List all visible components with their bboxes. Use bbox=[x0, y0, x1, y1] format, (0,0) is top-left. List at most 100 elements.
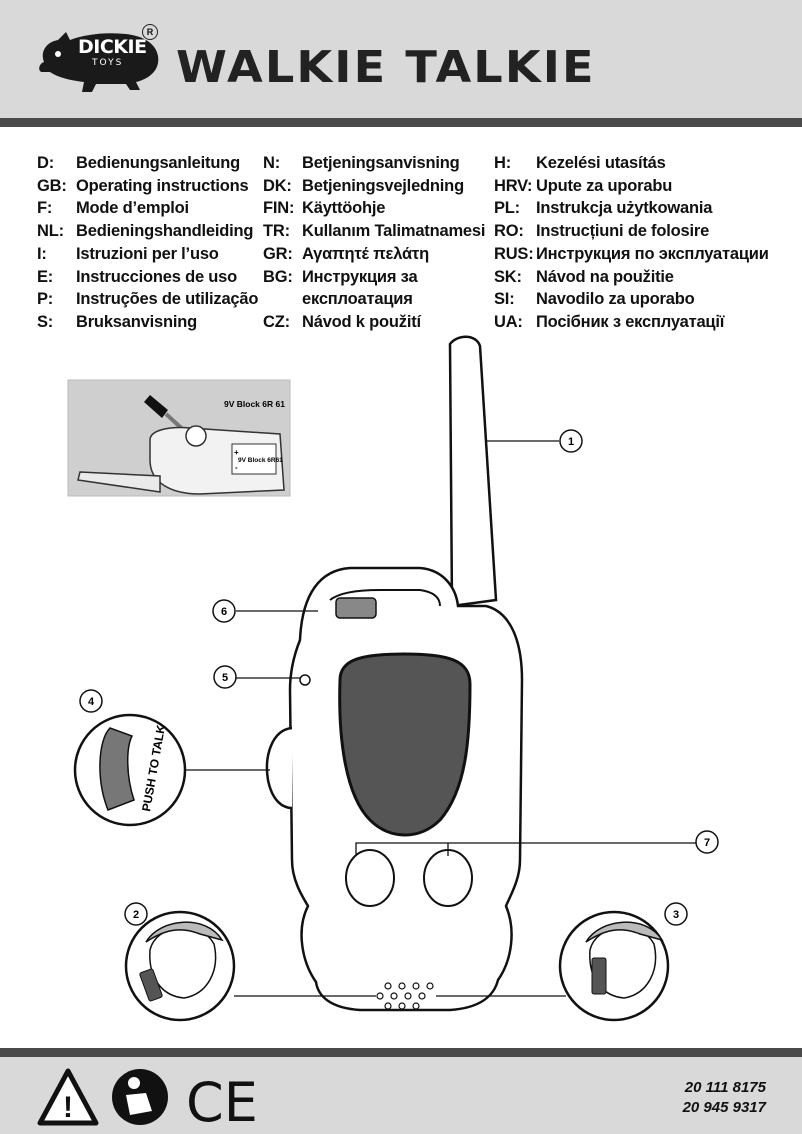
language-label: Instrucțiuni de folosire bbox=[536, 222, 710, 241]
language-row: TR:Kullanım Talimatnamesi bbox=[263, 220, 485, 243]
language-code: CZ: bbox=[263, 312, 290, 331]
language-code: RO: bbox=[494, 222, 524, 241]
callout-6: 6 bbox=[221, 606, 227, 618]
language-row: UA: Посібник з експлуатації bbox=[494, 311, 769, 334]
language-code: BG: bbox=[263, 267, 293, 286]
language-label: Istruzioni per l’uso bbox=[76, 244, 219, 263]
article-number-2: 20 945 9317 bbox=[682, 1099, 766, 1116]
language-label: Kezelési utasítás bbox=[536, 154, 666, 172]
language-code: SK: bbox=[494, 267, 522, 286]
language-label: Betjeningsanvisning bbox=[302, 154, 460, 172]
language-code: SI: bbox=[494, 290, 515, 309]
child-illustration-left bbox=[124, 910, 236, 1022]
language-code: RUS: bbox=[494, 244, 534, 263]
language-code: H: bbox=[494, 154, 512, 172]
brand-name: DICKIE bbox=[78, 36, 147, 58]
footer-symbols: ! CE bbox=[37, 1068, 258, 1129]
language-label: Navodilo za uporabo bbox=[536, 290, 695, 309]
ce-mark-icon: CE bbox=[186, 1071, 258, 1129]
language-label: Bruksanvisning bbox=[76, 312, 197, 331]
language-label: Αγαπητέ πελάτη bbox=[302, 244, 429, 263]
header: DICKIE TOYS R WALKIE TALKIE bbox=[0, 0, 802, 118]
language-label: Instrukcja użytkowania bbox=[536, 199, 713, 218]
callout-4: 4 bbox=[88, 696, 95, 708]
language-code: FIN: bbox=[263, 199, 295, 218]
language-row: E: Instrucciones de uso bbox=[37, 266, 258, 289]
display-screen bbox=[338, 652, 472, 837]
language-row: GB: Operating instructions bbox=[37, 175, 258, 198]
language-row: HRV:Upute za uporabu bbox=[494, 175, 769, 198]
battery-label-top: 9V Block 6R 61 bbox=[224, 399, 285, 409]
language-label: Operating instructions bbox=[76, 176, 249, 195]
language-label: Bedieningshandleiding bbox=[76, 222, 254, 241]
language-row: DK: Betjeningsvejledning bbox=[263, 175, 485, 198]
push-to-talk-inset: PUSH TO TALK bbox=[73, 713, 187, 827]
language-row: H: Kezelési utasítás bbox=[494, 152, 769, 175]
language-label: Käyttöohje bbox=[302, 199, 386, 218]
page-title: WALKIE TALKIE bbox=[176, 42, 596, 93]
language-code: UA: bbox=[494, 312, 523, 331]
brand-sub: TOYS bbox=[92, 58, 124, 68]
article-numbers: 20 111 8175 20 945 9317 bbox=[683, 1078, 766, 1118]
language-row: SK: Návod na použitie bbox=[494, 266, 769, 289]
language-label: Instrucciones de uso bbox=[76, 267, 238, 286]
language-label: Инструкция за bbox=[302, 267, 418, 286]
article-number-1: 20 111 8175 bbox=[684, 1079, 766, 1096]
walkie-talkie-body bbox=[265, 566, 524, 1012]
callout-5: 5 bbox=[222, 672, 228, 684]
callout-7: 7 bbox=[704, 837, 710, 849]
antenna bbox=[448, 335, 498, 608]
language-code: PL: bbox=[494, 199, 520, 218]
warning-icon: ! bbox=[37, 1068, 99, 1126]
language-code: E: bbox=[37, 267, 54, 286]
language-label: Upute za uporabu bbox=[536, 176, 673, 195]
dickie-toys-logo bbox=[39, 32, 159, 92]
language-row: NL: Bedieningshandleiding bbox=[37, 220, 258, 243]
language-code: F: bbox=[37, 199, 53, 218]
language-code: DK: bbox=[263, 176, 292, 195]
language-label: Návod na použitie bbox=[536, 267, 674, 286]
footer: ! CE bbox=[0, 1057, 802, 1134]
language-code: N: bbox=[263, 154, 281, 172]
language-row: N: Betjeningsanvisning bbox=[263, 152, 485, 175]
language-code: S: bbox=[37, 312, 54, 331]
language-row: RUS:Инструкция по эксплуатации bbox=[494, 243, 769, 266]
language-code: GB: bbox=[37, 176, 67, 195]
language-code: P: bbox=[37, 290, 54, 309]
language-label: Návod k použití bbox=[302, 312, 421, 331]
language-label: Bedienungsanleitung bbox=[76, 154, 240, 172]
language-label: Betjeningsvejledning bbox=[302, 176, 464, 195]
language-row: F: Mode d’emploi bbox=[37, 197, 258, 220]
language-label: Instruções de utilização bbox=[76, 290, 259, 309]
callout-3: 3 bbox=[673, 909, 679, 921]
callout-markers bbox=[79, 429, 719, 926]
language-row: P: Instruções de utilização bbox=[37, 288, 258, 311]
language-code: I: bbox=[37, 244, 47, 263]
language-label: Посібник з експлуатації bbox=[536, 312, 725, 331]
language-row: GR: Αγαπητέ πελάτη bbox=[263, 243, 485, 266]
callout-2: 2 bbox=[133, 909, 139, 921]
language-row: CZ: Návod k použití bbox=[263, 311, 485, 334]
language-row: RO: Instrucțiuni de folosire bbox=[494, 220, 769, 243]
language-code: NL: bbox=[37, 222, 64, 241]
language-row: експлоатация bbox=[263, 288, 485, 311]
language-row: SI: Navodilo za uporabo bbox=[494, 288, 769, 311]
registered-mark: R bbox=[142, 24, 158, 40]
language-code: GR: bbox=[263, 244, 293, 263]
language-row: I: Istruzioni per l’uso bbox=[37, 243, 258, 266]
language-code: D: bbox=[37, 154, 55, 172]
language-label: експлоатация bbox=[302, 290, 413, 309]
language-label: Kullanım Talimatnamesi bbox=[302, 222, 486, 241]
language-code: HRV: bbox=[494, 176, 533, 195]
language-row: PL: Instrukcja użytkowania bbox=[494, 197, 769, 220]
language-label: Mode d’emploi bbox=[76, 199, 189, 218]
battery-label: 9V Block 6R61 bbox=[238, 457, 283, 464]
battery-minus: - bbox=[235, 463, 238, 472]
language-row: FIN: Käyttöohje bbox=[263, 197, 485, 220]
battery-plus: + bbox=[234, 448, 239, 457]
language-row: D: Bedienungsanleitung bbox=[37, 152, 258, 175]
